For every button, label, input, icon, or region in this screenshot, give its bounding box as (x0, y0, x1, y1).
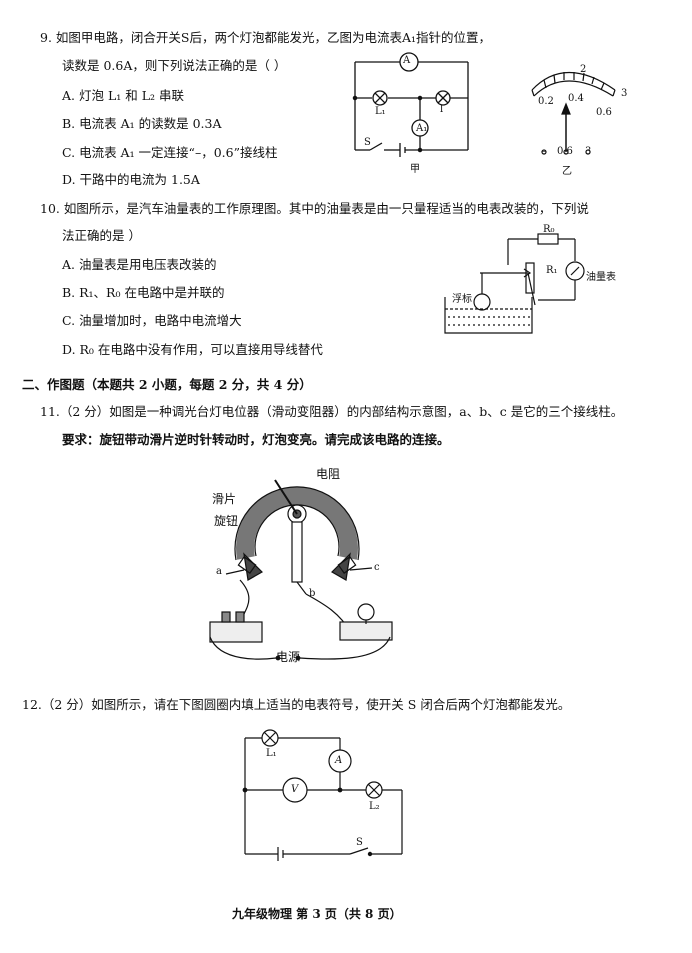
q11-terminal-b: b (309, 588, 316, 599)
q12-meter2-symbol: V (291, 784, 299, 795)
q12-circuit (242, 729, 403, 861)
q10-option-d: D. R₀ 在电路中没有作用，可以直接用导线替代 (62, 342, 323, 357)
q9-circuit-jia (352, 52, 469, 157)
q9-yi-caption: 乙 (562, 166, 572, 177)
q10-option-a: A. 油量表是用电压表改装的 (62, 257, 217, 272)
q12-stem: 12.（2 分）如图所示，请在下图圆圈内填上适当的电表符号，使开关 S 闭合后两… (22, 697, 571, 712)
q10-float-label: 浮标 (452, 294, 472, 305)
q9-yi-tick-0.6: 0.6 (596, 107, 612, 118)
q9-jia-l2-label: l (440, 104, 444, 115)
q10-stem-line2: 法正确的是 ） (62, 228, 141, 243)
q11-terminal-a: a (216, 566, 222, 577)
q10-gauge-label: 油量表 (586, 272, 616, 283)
q9-yi-tick-2: 2 (580, 64, 587, 75)
q12-meter1-symbol: A (335, 755, 343, 766)
q11-terminal-c: c (374, 562, 380, 573)
q10-option-b: B. R₁、R₀ 在电路中是并联的 (62, 285, 225, 300)
q9-option-c: C. 电流表 A₁ 一定连接“–，0.6”接线柱 (62, 145, 278, 160)
q11-resistor-label: 电阻 (316, 467, 341, 481)
page-footer: 九年级物理 第 3 页（共 8 页） (232, 907, 402, 921)
q10-r0-label: R₀ (543, 224, 555, 235)
q11-knob-label: 旋钮 (214, 514, 239, 528)
q11-requirement: 要求：旋钮带动滑片逆时针转动时，灯泡变亮。请完成该电路的连接。 (62, 432, 450, 447)
q11-slider-label: 滑片 (212, 492, 237, 506)
q9-option-b: B. 电流表 A₁ 的读数是 0.3A (62, 116, 222, 131)
q9-yi-terminal-minus: – (541, 146, 546, 157)
q10-fuel-gauge-circuit (444, 233, 585, 334)
q12-l2-label: L₂ (369, 801, 380, 812)
q10-option-c: C. 油量增加时，电路中电流增大 (62, 313, 242, 328)
q9-stem-line1: 9. 如图甲电路，闭合开关S后，两个灯泡都能发光，乙图为电流表A₁指针的位置， (40, 30, 492, 45)
q9-stem-line2: 读数是 0.6A，则下列说法正确的是（ ） (62, 58, 287, 73)
q9-jia-ammeter-label: A (403, 55, 411, 66)
q11-stem: 11.（2 分）如图是一种调光台灯电位器（滑动变阻器）的内部结构示意图，a、b、… (40, 404, 624, 419)
q9-option-d: D. 干路中的电流为 1.5A (62, 172, 200, 187)
q11-potentiometer-figure (209, 479, 393, 661)
q12-l1-label: L₁ (266, 748, 277, 759)
q9-yi-tick-3: 3 (621, 88, 628, 99)
section2-title: 二、作图题（本题共 2 小题，每题 2 分，共 4 分） (22, 377, 312, 392)
q9-option-a: A. 灯泡 L₁ 和 L₂ 串联 (62, 88, 184, 103)
q12-switch-label: S (356, 837, 363, 848)
q9-jia-switch-label: S (364, 137, 371, 148)
q10-r1-label: R₁ (546, 265, 558, 276)
q9-yi-terminal-3: 3 (585, 146, 592, 157)
q9-yi-tick-0.4: 0.4 (568, 93, 584, 104)
q9-jia-a1-label: A₁ (416, 123, 428, 134)
q10-stem-line1: 10. 如图所示，是汽车油量表的工作原理图。其中的油量表是由一只量程适当的电表改… (40, 201, 589, 216)
q9-yi-tick-0.2: 0.2 (538, 96, 554, 107)
q9-jia-caption: 甲 (410, 164, 420, 175)
q9-yi-terminal-0.6: 0.6 (557, 146, 573, 157)
q9-meter-yi (531, 72, 616, 155)
q9-jia-l1-label: L₁ (375, 106, 386, 117)
q11-power-label: 电源 (276, 650, 301, 664)
